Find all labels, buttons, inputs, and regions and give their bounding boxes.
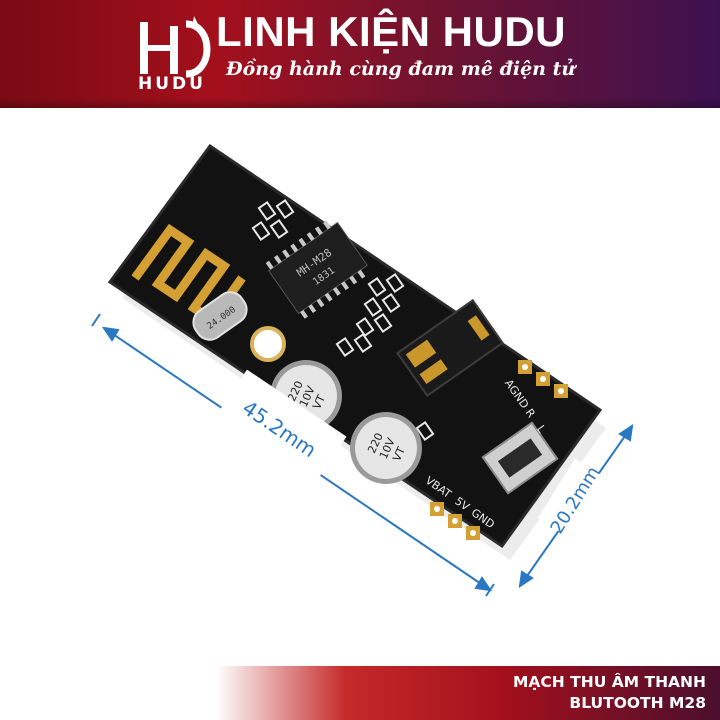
product-photo: 24.000 MH-M28 1831 220 10V V — [91, 143, 634, 597]
main-chip: MH-M28 1831 — [265, 220, 369, 319]
pin-header-power — [430, 502, 480, 540]
brand-name: LINH KIỆN HUDU — [216, 8, 566, 55]
micro-usb-port — [481, 421, 559, 495]
hudu-logo-icon — [140, 16, 211, 78]
cap-right-line3: VT — [390, 445, 408, 464]
smd-components — [251, 199, 435, 441]
brand-slogan: Đồng hành cùng đam mê điện tử — [226, 58, 576, 80]
brand-banner: HUDU LINH KIỆN HUDU Đồng hành cùng đam m… — [0, 0, 720, 108]
caption-line1: MẠCH THU ÂM THANH — [513, 673, 706, 691]
capacitor-right: 220 10V VT — [350, 412, 422, 484]
caption-banner — [0, 666, 720, 720]
crystal-oscillator: 24.000 — [192, 291, 248, 341]
pcb-board — [107, 143, 603, 549]
pin-header-audio — [518, 360, 568, 398]
product-caption: MẠCH THU ÂM THANH BLUTOOTH M28 — [513, 672, 706, 714]
mounting-hole — [250, 326, 286, 362]
caption-line2: BLUTOOTH M28 — [569, 694, 706, 712]
audio-jack — [396, 298, 504, 398]
logo-text: HUDU — [138, 74, 206, 94]
cap-left-line3: VT — [310, 393, 328, 412]
